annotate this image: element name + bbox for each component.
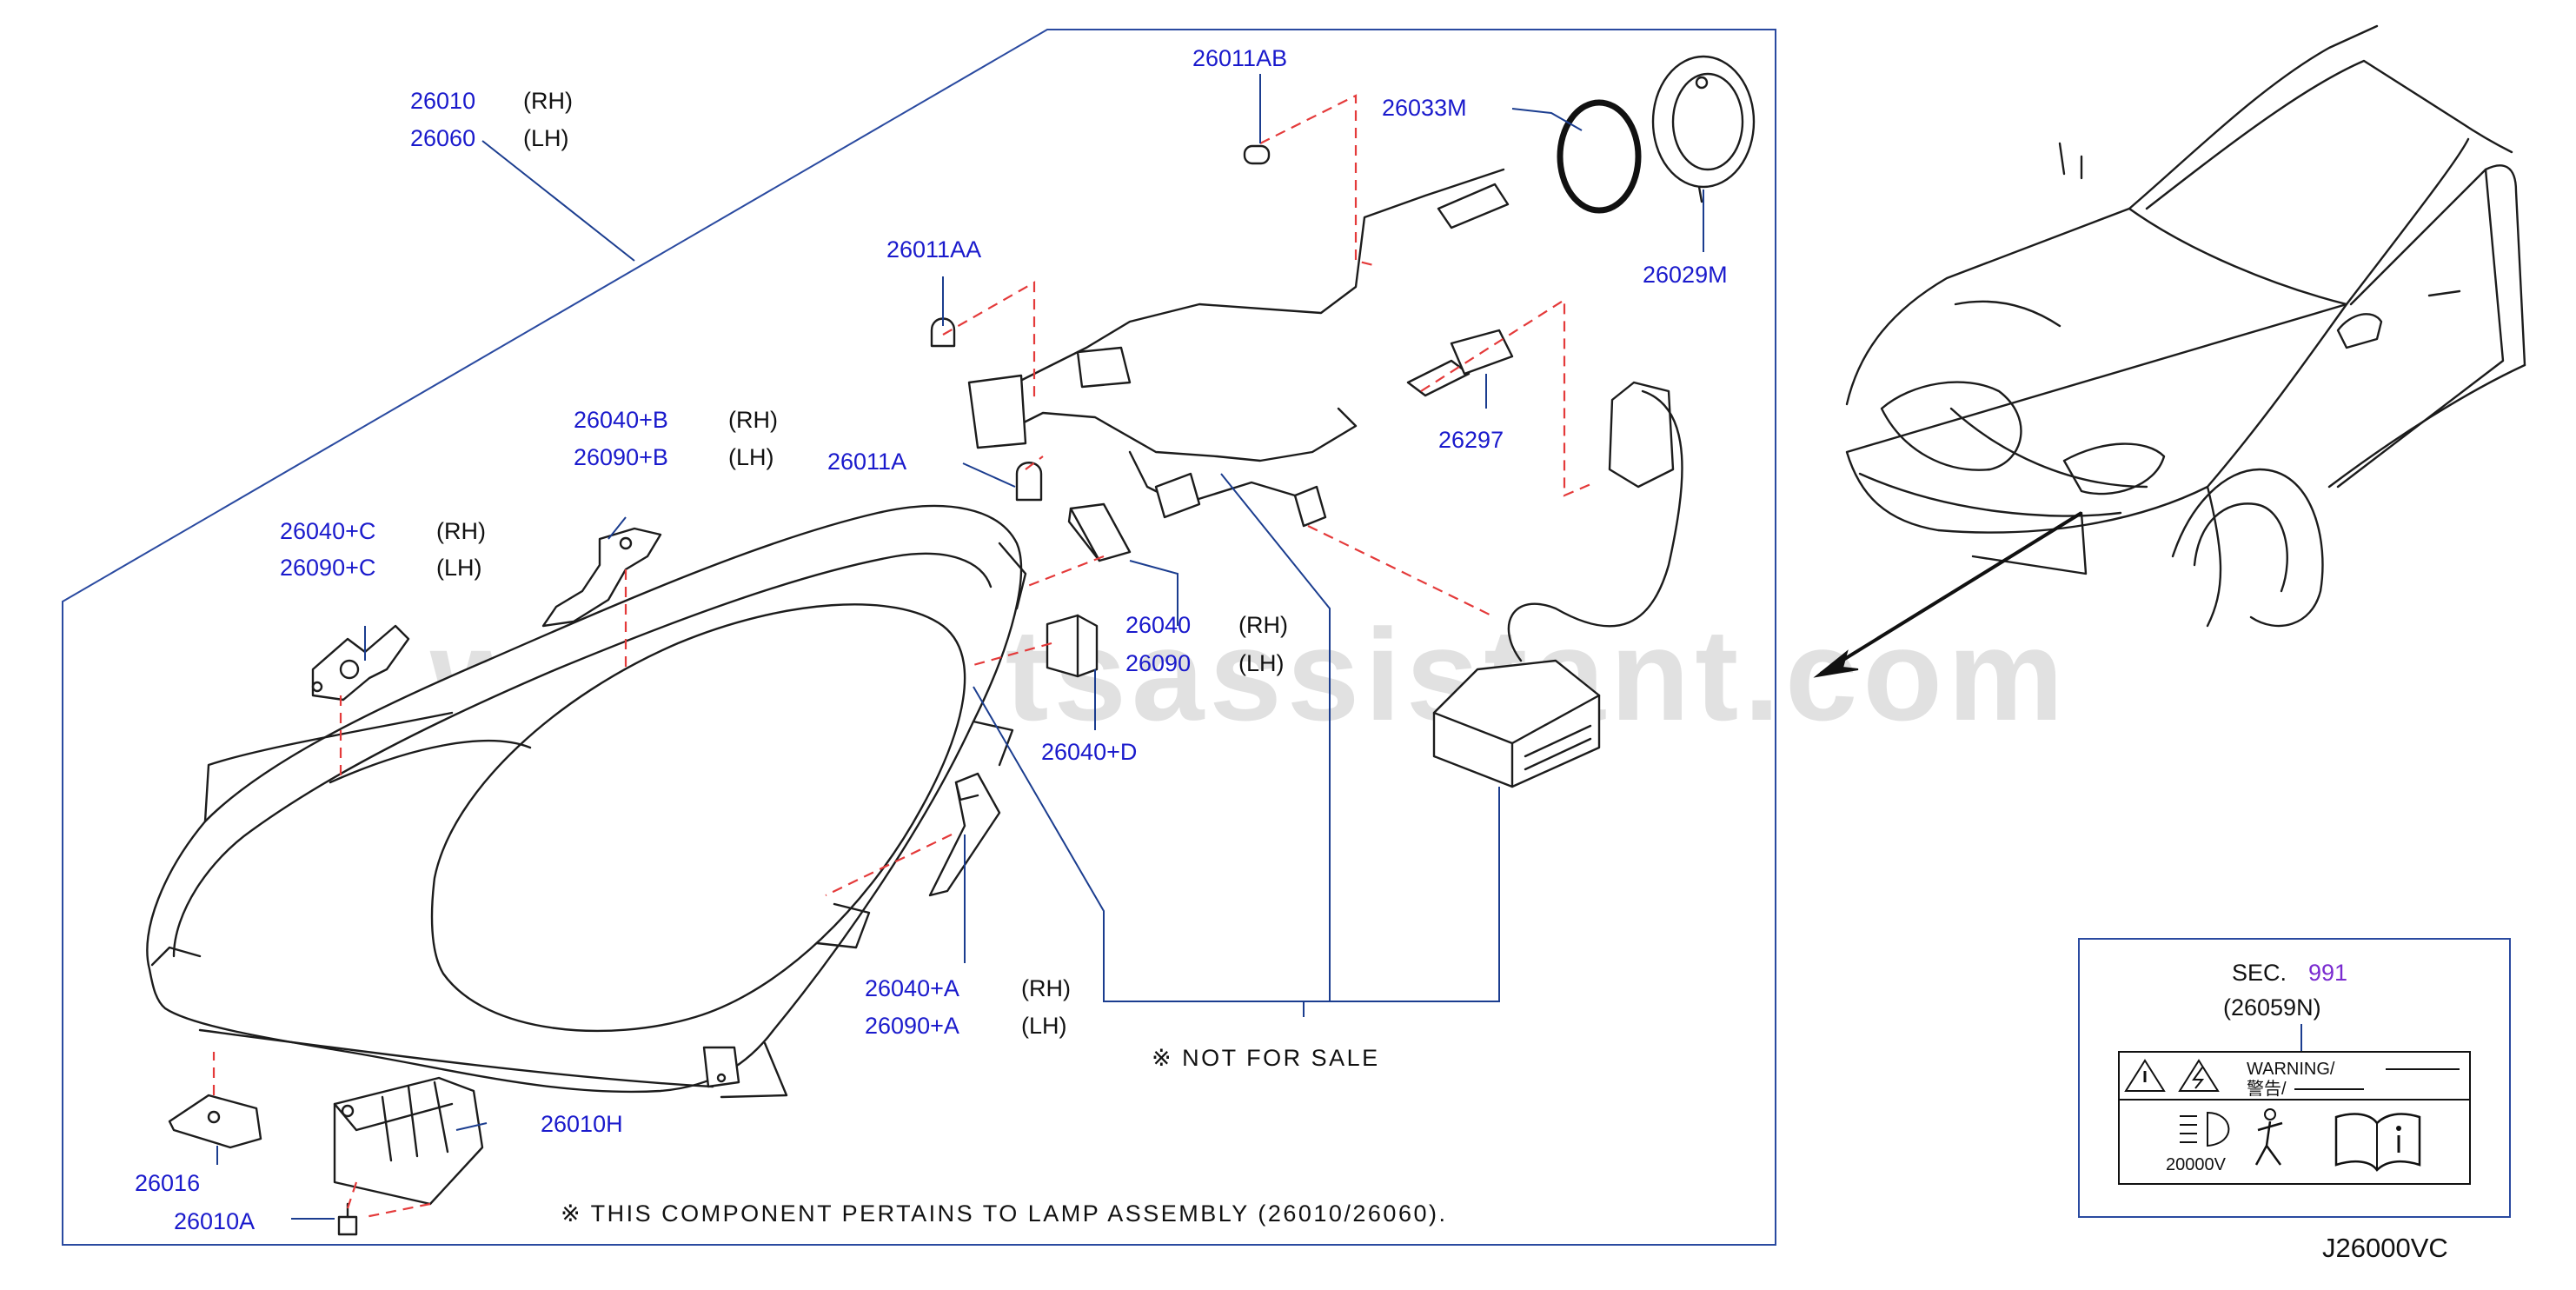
label-26010h: 26010H [541, 1111, 623, 1137]
manual-book-icon [2334, 1113, 2421, 1172]
sec-part-number: (26059N) [2223, 994, 2321, 1021]
bracket-26040b [541, 527, 662, 628]
component-note: ※ THIS COMPONENT PERTAINS TO LAMP ASSEMB… [561, 1200, 1447, 1227]
pointer-arrow [1813, 511, 2083, 678]
label-26297: 26297 [1438, 427, 1504, 453]
igniter-ballast [1432, 381, 1683, 788]
label-26040b-side: (RH) [728, 407, 778, 433]
label-26040: 26040 [1125, 612, 1191, 638]
warning-triangle-icon [2124, 1059, 2166, 1092]
label-26010: 26010 [410, 88, 475, 114]
headlamp-assembly [146, 504, 1027, 1099]
cover-26010h [333, 1076, 484, 1206]
leader-lines [216, 74, 1704, 1220]
alignment-lines [212, 94, 1596, 1219]
sec-label: SEC. [2232, 960, 2287, 986]
not-for-sale-note: ※ NOT FOR SALE [1152, 1045, 1380, 1071]
label-26040c-side: (RH) [436, 518, 486, 544]
vehicle-illustration [1845, 24, 2526, 628]
label-26090c-side: (LH) [436, 555, 482, 581]
high-voltage-icon [2178, 1059, 2220, 1092]
bracket-26040 [1067, 502, 1132, 562]
label-26029m: 26029M [1643, 262, 1728, 288]
clip-26016 [168, 1094, 262, 1149]
label-26090c: 26090+C [280, 555, 375, 581]
label-26040d: 26040+D [1041, 739, 1137, 765]
sec-number: 991 [2308, 960, 2347, 986]
label-26040a-side: (RH) [1021, 975, 1071, 1001]
bulb-26011ab [1243, 144, 1271, 165]
bracket-26040c [311, 624, 410, 702]
label-26011a: 26011A [827, 449, 906, 475]
label-26090a: 26090+A [865, 1013, 959, 1039]
label-26060-side: (LH) [523, 125, 569, 151]
label-26040c: 26040+C [280, 518, 375, 544]
warning-text: WARNING/ [2247, 1060, 2335, 1079]
person-shock-icon [2254, 1108, 2283, 1166]
label-26090-side: (LH) [1238, 650, 1285, 676]
label-26060: 26060 [410, 125, 475, 151]
label-26040-side: (RH) [1238, 612, 1288, 638]
label-26010a: 26010A [174, 1208, 255, 1234]
label-26016: 26016 [135, 1170, 200, 1196]
xenon-bulb-26297 [1406, 329, 1514, 397]
label-26090: 26090 [1125, 650, 1191, 676]
label-26090b-side: (LH) [728, 444, 774, 470]
bracket-26040d [1046, 614, 1099, 678]
label-26090b: 26090+B [574, 444, 668, 470]
label-26090a-side: (LH) [1021, 1013, 1067, 1039]
warning-text-jp: 警告/ [2247, 1079, 2287, 1099]
wire-harness [967, 168, 1510, 528]
sec-reference-box: SEC. 991 (26059N) WARNING/ 警告/ 20000V [2078, 938, 2511, 1218]
label-26011aa: 26011AA [886, 236, 981, 263]
screw-26010a [337, 1202, 358, 1236]
diagram-code: J26000VC [2322, 1233, 2448, 1263]
label-26011ab: 26011AB [1192, 45, 1287, 71]
voltage-text: 20000V [2166, 1155, 2227, 1174]
oring-26033m [1557, 99, 1642, 214]
bulb-26011aa [930, 317, 956, 348]
label-26040b: 26040+B [574, 407, 668, 433]
bulb-26011a [1015, 462, 1043, 502]
label-26010-side: (RH) [523, 88, 573, 114]
headlamp-beam-icon [2180, 1111, 2230, 1147]
label-26040a: 26040+A [865, 975, 959, 1001]
warning-blank-lines [2294, 1068, 2460, 1090]
cap-26029m [1651, 55, 1756, 203]
label-26033m: 26033M [1382, 95, 1467, 121]
assembly-frame [62, 29, 1776, 1246]
